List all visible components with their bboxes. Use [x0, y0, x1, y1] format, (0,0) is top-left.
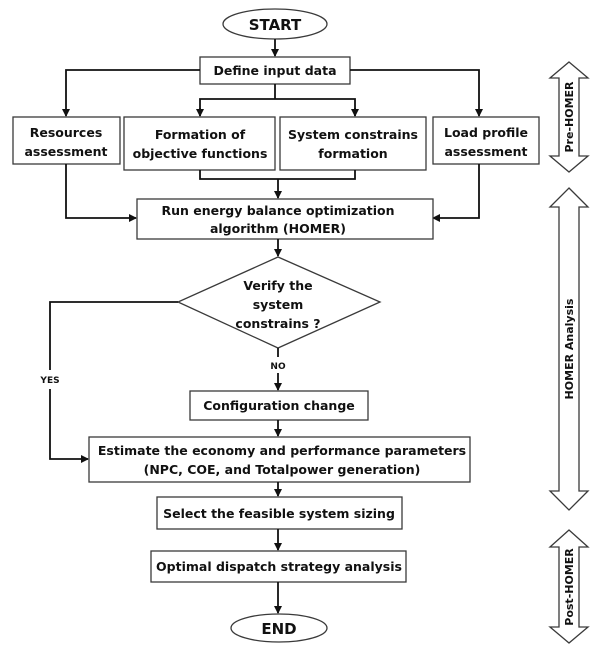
- end-label: END: [261, 620, 296, 638]
- objective-line2: objective functions: [133, 146, 268, 161]
- resources-line1: Resources: [30, 125, 103, 140]
- config-change-box: Configuration change: [189, 390, 369, 421]
- run-homer-line2: algorithm (HOMER): [210, 221, 346, 236]
- decision-line1: Verify the: [243, 278, 312, 293]
- post-homer-phase-arrow: Post-HOMER: [548, 529, 590, 644]
- arrow-define-resources: [62, 69, 200, 117]
- homer-analysis-phase-arrow: HOMER Analysis: [548, 187, 590, 511]
- decision-line2: system: [253, 297, 304, 312]
- define-input-box: Define input data: [199, 56, 351, 85]
- arrow-define-load: [350, 69, 483, 117]
- connector-yes-top: [49, 301, 178, 370]
- constraints-box: System constrains formation: [279, 116, 427, 171]
- run-homer-line1: Run energy balance optimization: [161, 203, 394, 218]
- constraints-line2: formation: [318, 146, 387, 161]
- objective-line1: Formation of: [155, 127, 246, 142]
- resources-line2: assessment: [24, 144, 107, 159]
- pre-homer-phase-arrow: Pre-HOMER: [548, 61, 590, 173]
- load-profile-line2: assessment: [444, 144, 527, 159]
- objective-box: Formation of objective functions: [123, 116, 276, 171]
- config-change-label: Configuration change: [203, 398, 355, 413]
- select-sizing-label: Select the feasible system sizing: [163, 506, 395, 521]
- dispatch-label: Optimal dispatch strategy analysis: [156, 559, 402, 574]
- run-homer-box: Run energy balance optimization algorith…: [136, 198, 434, 240]
- no-label: NO: [270, 362, 286, 372]
- post-homer-label: Post-HOMER: [563, 548, 576, 626]
- estimate-line1: Estimate the economy and performance par…: [98, 443, 466, 458]
- bracket-bottom: [199, 170, 356, 180]
- constraints-line1: System constrains: [288, 127, 418, 142]
- arrow-resources-run: [65, 164, 137, 222]
- define-input-label: Define input data: [214, 63, 337, 78]
- decision-line3: constrains ?: [235, 316, 320, 331]
- homer-analysis-label: HOMER Analysis: [563, 298, 576, 399]
- load-profile-line1: Load profile: [444, 125, 528, 140]
- decision-diamond: Verify the system constrains ?: [176, 256, 382, 349]
- select-sizing-box: Select the feasible system sizing: [156, 496, 403, 530]
- resources-box: Resources assessment: [12, 116, 121, 165]
- estimate-box: Estimate the economy and performance par…: [88, 436, 471, 483]
- arrow-load-run: [432, 164, 480, 222]
- start-terminal: START: [222, 8, 328, 40]
- estimate-line2: (NPC, COE, and Totalpower generation): [144, 462, 421, 477]
- arrow-yes-estimate: [49, 389, 89, 463]
- yes-label: YES: [39, 376, 59, 386]
- pre-homer-label: Pre-HOMER: [563, 81, 576, 153]
- start-label: START: [249, 16, 302, 34]
- end-terminal: END: [230, 613, 328, 643]
- bracket-top: [199, 98, 356, 116]
- dispatch-box: Optimal dispatch strategy analysis: [150, 550, 407, 583]
- load-profile-box: Load profile assessment: [432, 116, 540, 165]
